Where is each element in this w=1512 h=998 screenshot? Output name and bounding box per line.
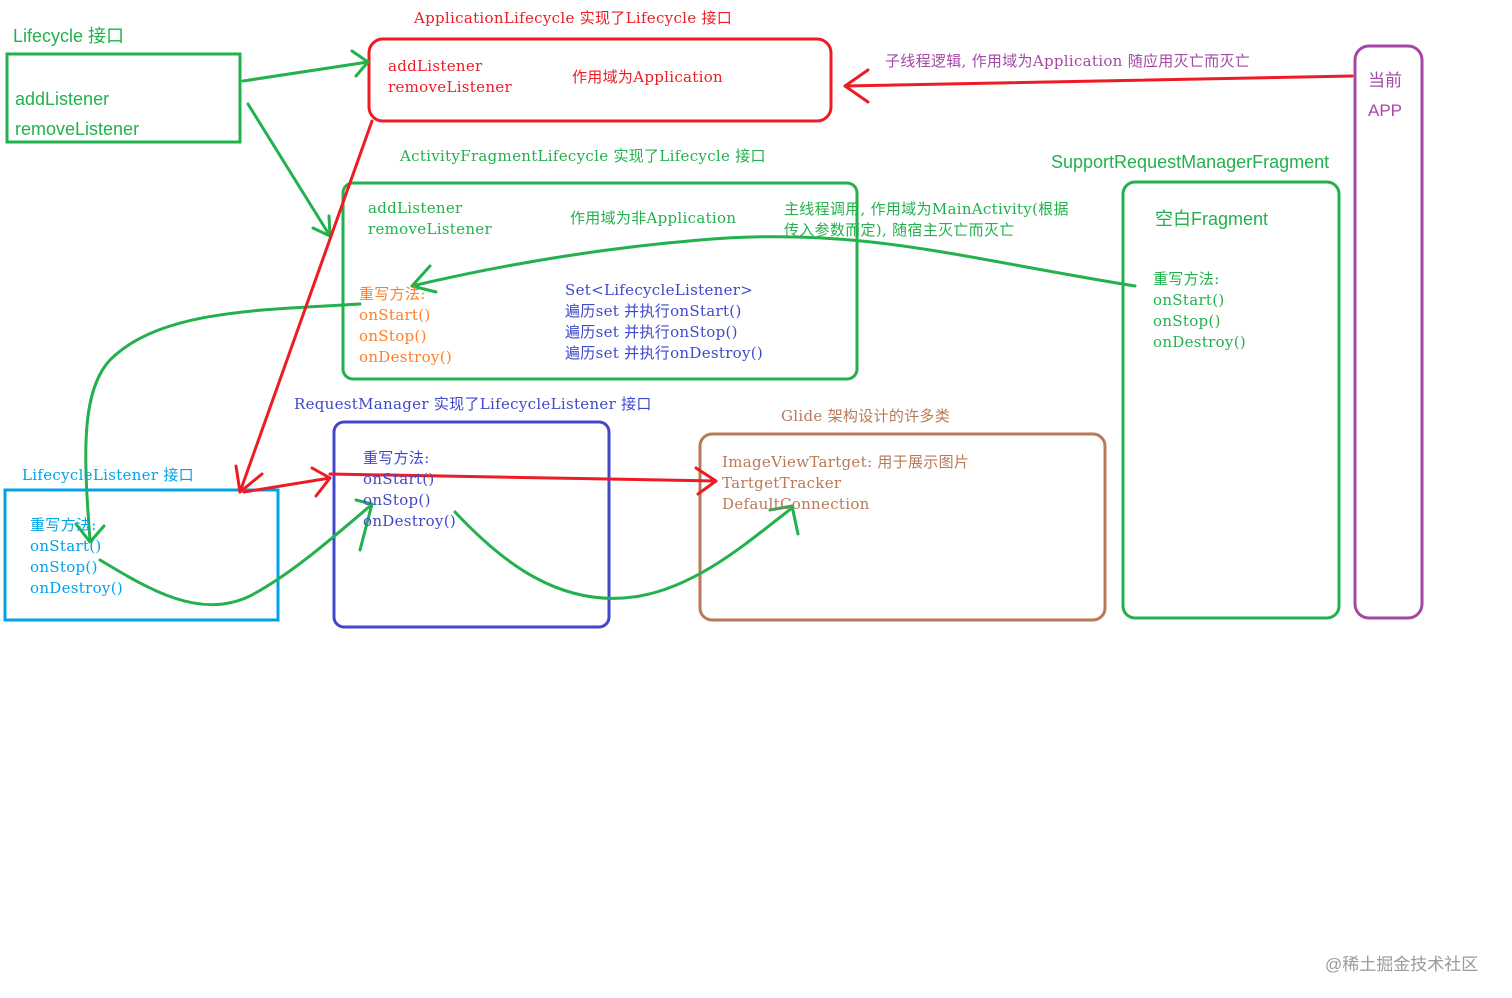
- override-title: 重写方法:: [30, 516, 97, 534]
- glide-class-item: DefaultConnection: [722, 495, 870, 513]
- support-fragment-overrides: 重写方法: onStart() onStop() onDestroy(): [1153, 269, 1246, 353]
- application-scope: 作用域为Application: [572, 68, 723, 86]
- arrow-activity-to-listener: [84, 302, 362, 542]
- arrow-lifecycle-to-activity-fragment: [246, 102, 332, 238]
- activity-fragment-methods: addListener removeListener: [368, 198, 492, 240]
- override-method: onStop(): [359, 327, 427, 345]
- set-line: 遍历set 并执行onStart(): [565, 302, 742, 320]
- activity-fragment-overrides: 重写方法: onStart() onStop() onDestroy(): [359, 284, 452, 368]
- arrow-request-manager-to-glide-red: [328, 472, 718, 483]
- lifecycle-listener-box: [3, 488, 280, 622]
- arrow-application-to-listener: [238, 119, 374, 494]
- lifecycle-methods: addListener removeListener: [15, 84, 139, 144]
- lifecycle-listener-overrides: 重写方法: onStart() onStop() onDestroy(): [30, 515, 123, 599]
- override-method: onStart(): [363, 470, 435, 488]
- support-fragment-label: 空白Fragment: [1155, 209, 1269, 229]
- activity-fragment-set-lines: Set<LifecycleListener> 遍历set 并执行onStart(…: [565, 280, 763, 364]
- request-manager-overrides: 重写方法: onStart() onStop() onDestroy(): [363, 448, 456, 532]
- support-fragment-title: SupportRequestManagerFragment: [1051, 152, 1330, 172]
- application-method: addListener: [388, 57, 483, 75]
- override-method: onDestroy(): [1153, 333, 1246, 351]
- application-lifecycle-box: [367, 37, 833, 123]
- override-method: onDestroy(): [359, 348, 452, 366]
- glide-class-item: ImageViewTartget: 用于展示图片: [722, 453, 970, 471]
- override-method: onDestroy(): [363, 512, 456, 530]
- main-thread-note: 主线程调用, 作用域为MainActivity(根据 传入参数而定), 随宿主灭…: [784, 199, 1069, 241]
- activity-fragment-scope: 作用域为非Application: [570, 209, 737, 227]
- glide-classes-box: [698, 432, 1107, 622]
- activity-fragment-lifecycle-title: ActivityFragmentLifecycle 实现了Lifecycle 接…: [400, 147, 766, 165]
- support-fragment-box: [1121, 180, 1341, 620]
- request-manager-box: [332, 420, 611, 629]
- main-thread-note-line2: 传入参数而定), 随宿主灭亡而灭亡: [784, 221, 1015, 239]
- current-app-label: 当前 APP: [1368, 66, 1402, 126]
- main-thread-note-line1: 主线程调用, 作用域为MainActivity(根据: [784, 200, 1069, 218]
- set-line: 遍历set 并执行onDestroy(): [565, 344, 764, 362]
- lifecycle-box: [5, 52, 242, 144]
- set-line: Set<LifecycleListener>: [565, 281, 754, 299]
- override-title: 重写方法:: [359, 285, 426, 303]
- arrow-lifecycle-to-application: [241, 60, 370, 83]
- arrow-listener-to-request-manager: [98, 504, 372, 607]
- activity-fragment-method: removeListener: [368, 220, 492, 238]
- glide-class-item: TartgetTracker: [722, 474, 842, 492]
- override-method: onStop(): [1153, 312, 1221, 330]
- lifecycle-listener-title: LifecycleListener 接口: [22, 466, 194, 484]
- application-lifecycle-title: ApplicationLifecycle 实现了Lifecycle 接口: [414, 9, 733, 27]
- arrow-app-to-application: [843, 74, 1354, 88]
- sub-thread-note: 子线程逻辑, 作用域为Application 随应用灭亡而灭亡: [885, 52, 1251, 70]
- arrow-request-manager-to-glide: [453, 506, 794, 600]
- lifecycle-method: addListener: [15, 89, 110, 109]
- set-line: 遍历set 并执行onStop(): [565, 323, 738, 341]
- override-method: onStop(): [363, 491, 431, 509]
- override-title: 重写方法:: [1153, 270, 1220, 288]
- activity-fragment-lifecycle-box: [341, 181, 859, 381]
- lifecycle-title: Lifecycle 接口: [13, 26, 125, 46]
- activity-fragment-method: addListener: [368, 199, 463, 217]
- override-method: onStart(): [30, 537, 102, 555]
- override-method: onStart(): [1153, 291, 1225, 309]
- watermark: @稀土掘金技术社区: [1325, 955, 1479, 974]
- override-method: onStop(): [30, 558, 98, 576]
- application-method: removeListener: [388, 78, 512, 96]
- current-app-line2: APP: [1368, 101, 1403, 120]
- request-manager-title: RequestManager 实现了LifecycleListener 接口: [294, 395, 652, 413]
- current-app-line1: 当前: [1368, 71, 1402, 90]
- glide-classes-items: ImageViewTartget: 用于展示图片 TartgetTracker …: [722, 452, 969, 515]
- current-app-box: [1353, 44, 1424, 620]
- arrow-listener-to-request-manager-red: [242, 476, 332, 494]
- override-method: onStart(): [359, 306, 431, 324]
- arrow-support-to-activity-fragment: [410, 235, 1137, 288]
- lifecycle-method: removeListener: [15, 119, 140, 139]
- glide-classes-title: Glide 架构设计的许多类: [781, 407, 951, 425]
- override-method: onDestroy(): [30, 579, 123, 597]
- application-lifecycle-methods: addListener removeListener: [388, 56, 512, 98]
- override-title: 重写方法:: [363, 449, 430, 467]
